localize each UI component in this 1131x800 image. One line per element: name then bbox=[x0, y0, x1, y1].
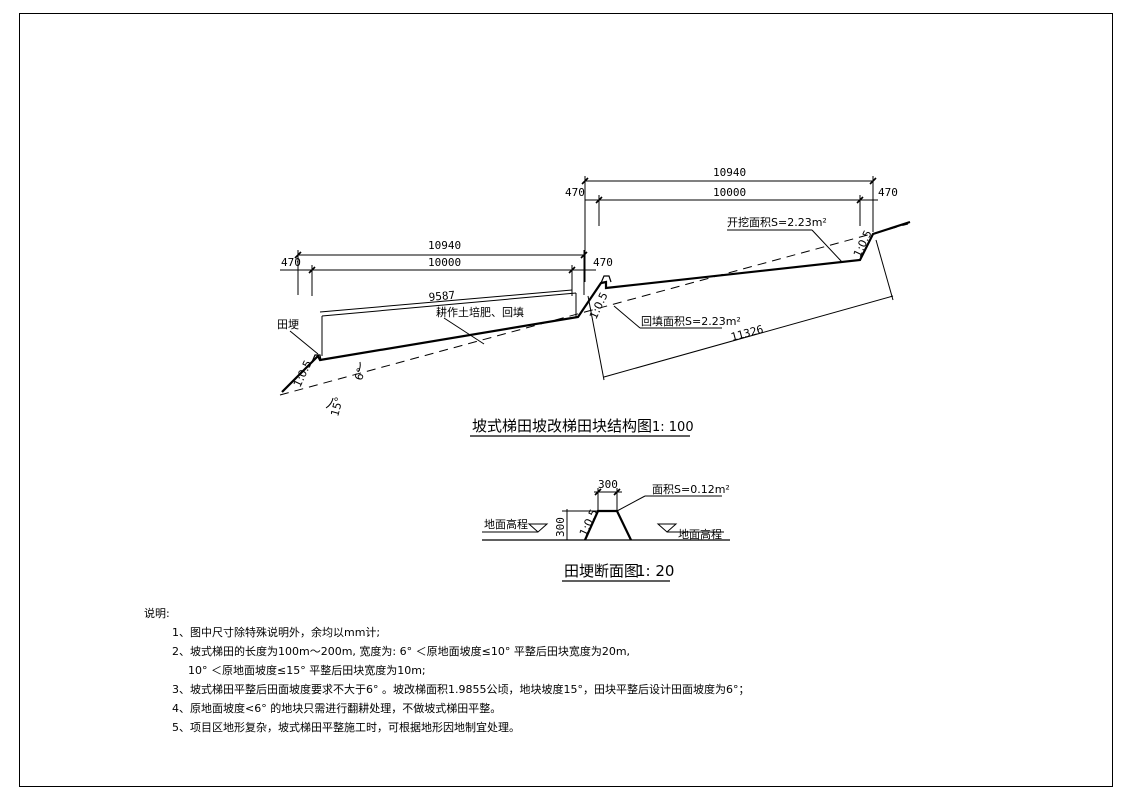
dim-left-berm-b: 470 bbox=[593, 256, 613, 269]
note-item: 3、坡式梯田平整后田面坡度要求不大于6° 。坡改梯面积1.9855公顷，地块坡度… bbox=[172, 683, 750, 696]
tick bbox=[869, 177, 877, 185]
original-ground-line bbox=[279, 223, 909, 396]
tick bbox=[580, 251, 588, 259]
tick bbox=[308, 266, 316, 274]
ext-11326-a bbox=[587, 295, 605, 381]
angle-label-6: 6° bbox=[352, 366, 368, 381]
diagram2-title: 田埂断面图 bbox=[564, 562, 639, 580]
leader-cut bbox=[811, 229, 843, 263]
fill-top-line bbox=[321, 292, 577, 317]
note-item: 5、项目区地形复杂，坡式梯田平整施工时，可根据地形因地制宜处理。 bbox=[172, 721, 520, 734]
dim-top-width: 300 bbox=[598, 478, 618, 491]
diagram2-scale: 1: 20 bbox=[636, 562, 674, 580]
slope-ratio-left: 1:0.5 bbox=[291, 358, 315, 389]
leader-fill-area bbox=[613, 305, 641, 329]
leader-ridge bbox=[289, 330, 319, 355]
dim-left-slope: 9587 bbox=[428, 289, 456, 304]
dim-right-inner: 10000 bbox=[713, 186, 746, 199]
dim-left-total: 10940 bbox=[428, 239, 461, 252]
left-ridge bbox=[311, 354, 322, 363]
elevation-symbol-right bbox=[656, 523, 678, 533]
tick bbox=[595, 196, 603, 204]
drawing-frame bbox=[19, 13, 1113, 787]
ridge-section bbox=[583, 509, 632, 541]
tick bbox=[594, 488, 602, 496]
slope-ratio-right: 1:0.5 bbox=[851, 228, 875, 259]
note-item: 1、图中尺寸除特殊说明外，余均以mm计; bbox=[172, 626, 381, 639]
dim-left-berm-a: 470 bbox=[281, 256, 301, 269]
elevation-symbol-left bbox=[527, 523, 549, 533]
notes-heading: 说明: bbox=[144, 607, 170, 620]
ground-elevation-right: 地面高程 bbox=[678, 527, 722, 541]
ground-elevation-left: 地面高程 bbox=[484, 517, 528, 531]
dim-right-berm-a: 470 bbox=[565, 186, 585, 199]
label-cut-area: 开挖面积S=2.23m² bbox=[727, 215, 827, 229]
angle-arc-15 bbox=[325, 397, 334, 409]
slope-ratio-section: 1:0.5 bbox=[577, 507, 601, 538]
leader-fill bbox=[443, 317, 485, 345]
note-item: 2、坡式梯田的长度为100m～200m, 宽度为: 6° ＜原地面坡度≤10° … bbox=[172, 645, 631, 658]
tick bbox=[581, 177, 589, 185]
label-fill-area: 回填面积S=2.23m² bbox=[641, 314, 741, 328]
diagram1-title: 坡式梯田坡改梯田块结构图 bbox=[472, 417, 652, 435]
dim-left-inner: 10000 bbox=[428, 256, 461, 269]
label-fill: 耕作土培肥、回填 bbox=[436, 305, 524, 319]
dim-height: 300 bbox=[554, 517, 567, 537]
tick bbox=[568, 266, 576, 274]
tick bbox=[856, 196, 864, 204]
dim-line-9587 bbox=[319, 289, 573, 313]
tick bbox=[613, 488, 621, 496]
slope-ratio-mid: 1:0.5 bbox=[587, 290, 611, 321]
tick bbox=[294, 251, 302, 259]
dim-right-total: 10940 bbox=[713, 166, 746, 179]
angle-arc-6 bbox=[357, 361, 361, 373]
notes-block: 说明: 1、图中尺寸除特殊说明外，余均以mm计; 2、坡式梯田的长度为100m～… bbox=[144, 604, 749, 737]
dim-right-berm-b: 470 bbox=[878, 186, 898, 199]
mid-ridge bbox=[600, 275, 612, 284]
label-area: 面积S=0.12m² bbox=[652, 483, 730, 496]
ext-11326-b bbox=[875, 239, 894, 301]
leader-area bbox=[616, 495, 646, 512]
dim-line-11326 bbox=[603, 295, 894, 378]
diagram1-scale: 1: 100 bbox=[652, 420, 694, 435]
angle-label-15: 15° bbox=[328, 396, 346, 418]
note-item: 4、原地面坡度<6° 的地块只需进行翻耕处理，不做坡式梯田平整。 bbox=[172, 702, 502, 715]
label-ridge: 田埂 bbox=[277, 318, 299, 331]
note-item: 10° ＜原地面坡度≤15° 平整后田块宽度为10m; bbox=[188, 664, 426, 677]
